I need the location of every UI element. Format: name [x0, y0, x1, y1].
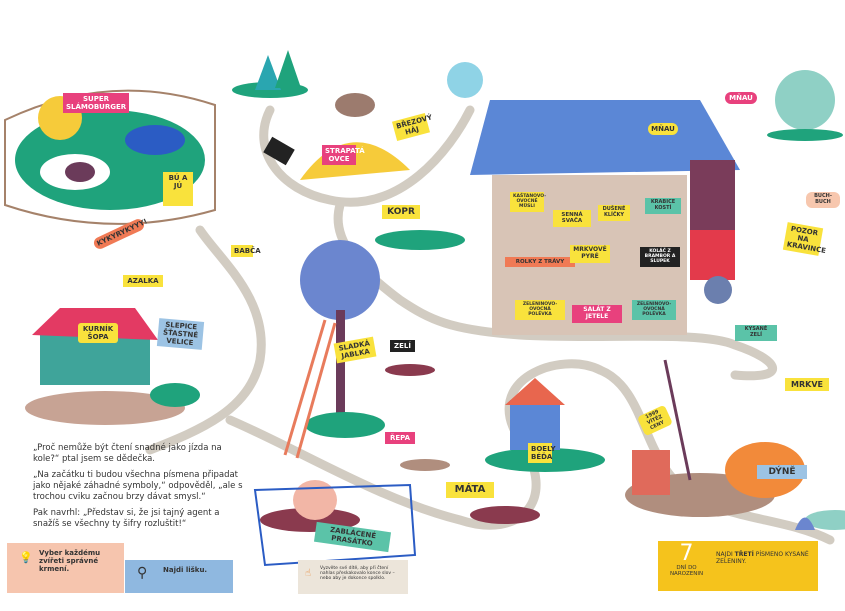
- sign-super-slamoburger: Super slámoburger: [63, 93, 129, 114]
- barn-roof: [470, 100, 740, 175]
- task-text-post: písmeno kysané zeleniny.: [716, 551, 809, 565]
- task-text-bold: třetí: [734, 551, 754, 558]
- item-kolac[interactable]: Koláč z brambor a slupek: [640, 247, 680, 267]
- sign-bu-a-ju: Bú a jú: [163, 172, 193, 206]
- bubble-mnau-cat: Mňau: [648, 123, 678, 136]
- sign-azalka: Azalka: [123, 275, 163, 288]
- task-text: Najdi třetí písmeno kysané zeleniny.: [716, 551, 811, 565]
- task-text-pre: Najdi: [716, 551, 735, 558]
- item-senna-svaca[interactable]: Senná svača: [553, 210, 591, 227]
- tree-icon: [255, 55, 281, 90]
- apple-tree: [300, 240, 380, 320]
- task-third-letter: 7 dní do narozenin Najdi třetí písmeno k…: [658, 541, 818, 591]
- sheep: [335, 93, 375, 117]
- item-rolky[interactable]: Rolky z trávy: [505, 257, 575, 268]
- story-paragraph: „Proč nemůže být čtení snadné jako jízda…: [33, 443, 222, 465]
- task-feed-animals: 💡 Vyber každému zvířeti správné krmení.: [7, 543, 124, 593]
- story-paragraph: „Na začátku ti budou všechna písmena při…: [33, 470, 243, 503]
- lightbulb-icon: 💡: [19, 551, 33, 564]
- task-text: Najdi lišku.: [163, 566, 208, 574]
- task-text: Vyber každému zvířeti správné krmení.: [39, 549, 101, 573]
- sign-mata: Máta: [446, 482, 494, 498]
- sign-slepice: Slepice šťastné velice: [156, 318, 205, 351]
- sign-dyne: Dýně: [757, 465, 807, 480]
- tree-right: [775, 70, 835, 130]
- sign-babca: Babča: [231, 245, 261, 258]
- bubble-mnau-roof: Mňau: [725, 92, 757, 105]
- item-mrkvove-pyre[interactable]: Mrkvové pyré: [570, 245, 610, 263]
- bush: [447, 62, 483, 98]
- tip-text: Vyzvěte své dítě, aby při čtení nahlas p…: [320, 566, 395, 581]
- sign-strapata-ovce: Strapatá ovce: [322, 145, 365, 166]
- item-salat[interactable]: Salát z jetele: [572, 305, 622, 323]
- pointing-hand-icon: ☝: [305, 568, 312, 579]
- item-dusene-klicky[interactable]: Dušené klíčky: [598, 205, 630, 221]
- tractor: [690, 230, 735, 280]
- sign-pozor-kravince: Pozor na kravince: [782, 222, 826, 257]
- pitchfork: [663, 359, 692, 481]
- sign-kurnik-sopa: Kurník šopa: [78, 323, 118, 344]
- sign-repa: Řepa: [385, 432, 415, 445]
- dog-house: [510, 400, 560, 450]
- ladder: [283, 319, 327, 456]
- story-paragraph: Pak navrhl: „Představ si, že jsi tajný a…: [33, 508, 220, 530]
- pig: [293, 480, 337, 520]
- bubble-buch-buch: Buch-buch: [806, 192, 840, 208]
- item-krabice-kosti[interactable]: Krabice kostí: [645, 198, 681, 214]
- parent-tip: ☝ Vyzvěte své dítě, aby při čtení nahlas…: [298, 560, 408, 594]
- magnifier-icon: ⚲: [137, 565, 148, 581]
- item-polevka-2[interactable]: Zeleninovo-ovocná polévka: [632, 300, 676, 320]
- story-text: „Proč nemůže být čtení snadné jako jízda…: [33, 443, 248, 535]
- task-find-fox: ⚲ Najdi lišku.: [125, 560, 233, 593]
- sign-kopr: Kopr: [382, 205, 420, 220]
- item-polevka-1[interactable]: Zeleninovo-ovocná polévka: [515, 300, 565, 320]
- sign-zeli: Zelí: [390, 340, 415, 353]
- pig-fence: [253, 483, 417, 567]
- bucket: [632, 450, 670, 495]
- pot-kysane-zeli: Kysané zelí: [735, 325, 777, 341]
- sign-boely-beda: Boely Béďa: [528, 443, 556, 464]
- days-label: dní do narozenin: [669, 565, 704, 577]
- kopr-bed: [375, 230, 465, 250]
- sign-mrkve: Mrkve: [785, 378, 829, 392]
- days-number: 7: [679, 541, 694, 566]
- item-musli[interactable]: Kaštanovo-ovocné müsli: [510, 192, 546, 212]
- cow-blue: [125, 125, 185, 155]
